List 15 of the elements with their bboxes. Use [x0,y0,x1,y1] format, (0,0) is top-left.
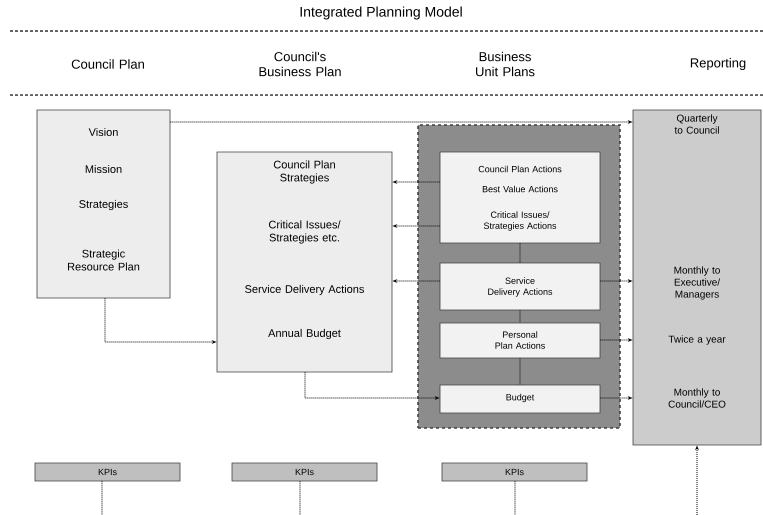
plan-box: Council Plan Strategies Critical Issues/ Strategies etc. Service Delivery Actions Annual Budget [216,152,392,372]
column-heading: Business Unit Plans [476,52,535,76]
column-heading: Reporting [690,58,746,70]
plan-box: Council Plan Actions Best Value Actions Critical Issues/ Strategies Actions [440,152,600,244]
plan-box: Vision Mission Strategies Strategic Resource Plan [36,110,170,298]
kpi-bar: KPIs [442,462,588,482]
column-heading: Council's Business Plan [260,52,341,76]
reporting-column: Quarterly to Council Monthly to Executive/ Managers Twice a year Monthly to Council/CEO [632,110,762,446]
kpi-bar: KPIs [232,462,378,482]
kpi-bar: KPIs [34,462,180,482]
column-heading: Council Plan [72,59,144,69]
plan-box: Personal Plan Actions [440,322,600,358]
plan-box: Service Delivery Actions [440,262,600,310]
plan-box: Budget [440,384,600,414]
title: Integrated Planning Model [300,6,462,20]
